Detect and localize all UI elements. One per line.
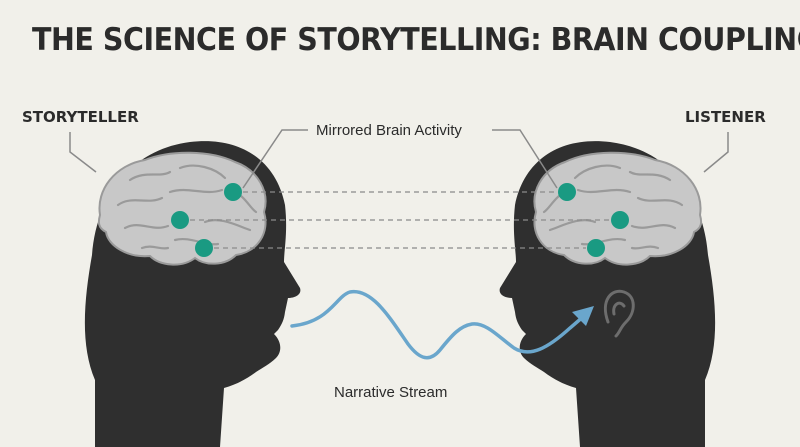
storyteller-activity-node-1 — [224, 183, 242, 201]
mirroring-connectors — [190, 191, 610, 249]
listener-activity-node-3 — [587, 239, 605, 257]
page-title: THE SCIENCE OF STORYTELLING: BRAIN COUPL… — [32, 22, 800, 58]
storyteller-activity-node-2 — [171, 211, 189, 229]
narrative-stream-caption: Narrative Stream — [334, 384, 448, 401]
arrow-head-icon — [572, 306, 594, 326]
storyteller-brain — [97, 151, 267, 266]
listener-activity-node-2 — [611, 211, 629, 229]
storyteller-label: STORYTELLER — [22, 108, 139, 126]
listener-activity-node-1 — [558, 183, 576, 201]
storyteller-leader — [69, 132, 97, 173]
listener-label: LISTENER — [685, 108, 766, 126]
label-leaders — [69, 129, 729, 189]
listener-brain — [533, 151, 703, 266]
ear-icon — [603, 289, 635, 338]
mirrored-activity-caption: Mirrored Brain Activity — [316, 122, 462, 139]
mirror-leader-left — [242, 129, 308, 189]
storyteller-activity-node-3 — [195, 239, 213, 257]
mirror-leader-right — [492, 129, 558, 189]
listener-leader — [703, 132, 729, 173]
narrative-stream-wave — [290, 290, 586, 360]
